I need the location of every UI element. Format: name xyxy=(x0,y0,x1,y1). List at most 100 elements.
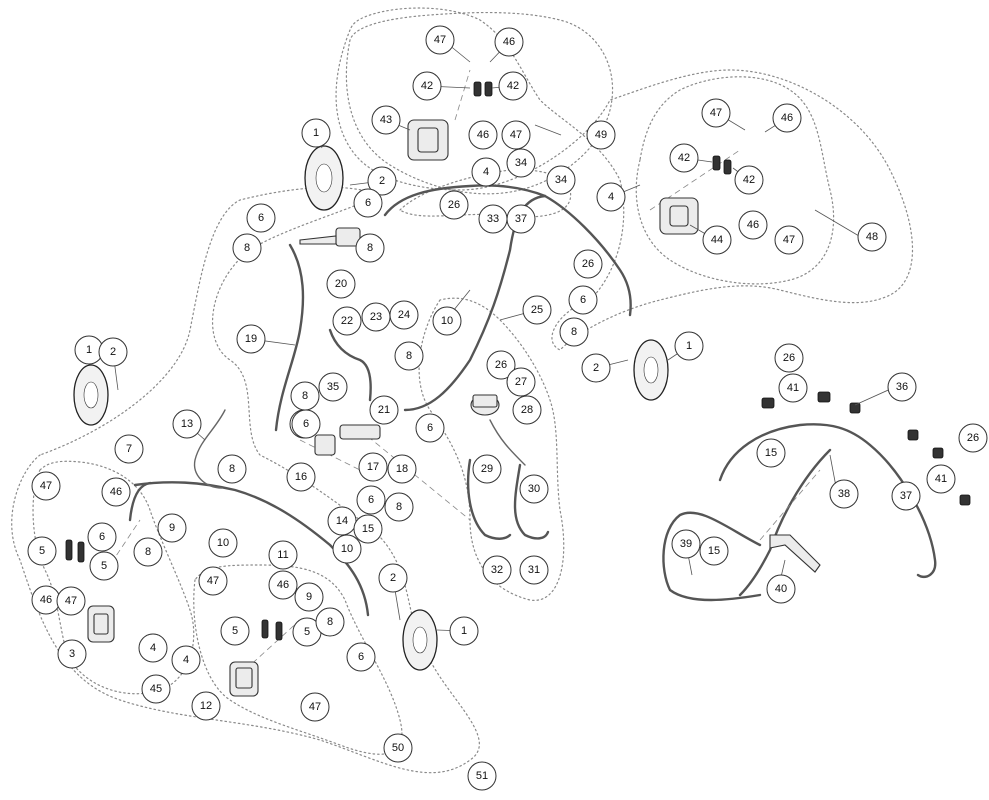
callout-label: 46 xyxy=(40,594,52,606)
callout-4: 4 xyxy=(471,157,501,187)
callout-label: 42 xyxy=(678,152,690,164)
callout-1: 1 xyxy=(449,616,479,646)
callout-47: 47 xyxy=(774,225,804,255)
callout-8: 8 xyxy=(384,492,414,522)
callout-21: 21 xyxy=(369,395,399,425)
callout-label: 43 xyxy=(380,114,392,126)
callout-4: 4 xyxy=(171,645,201,675)
callout-50: 50 xyxy=(383,733,413,763)
callout-8: 8 xyxy=(217,454,247,484)
abs-unit-17 xyxy=(314,424,381,456)
callout-46: 46 xyxy=(268,570,298,600)
callout-label: 9 xyxy=(169,522,175,534)
callout-1: 1 xyxy=(301,118,331,148)
callout-label: 26 xyxy=(783,352,795,364)
brake-pads xyxy=(65,81,971,641)
callout-label: 13 xyxy=(181,418,193,430)
callout-label: 4 xyxy=(150,642,156,654)
callout-label: 48 xyxy=(866,231,878,243)
callout-label: 26 xyxy=(582,258,594,270)
callout-label: 17 xyxy=(367,461,379,473)
callout-47: 47 xyxy=(300,692,330,722)
callout-label: 8 xyxy=(327,616,333,628)
zone-49-outer xyxy=(335,7,913,351)
callout-label: 23 xyxy=(370,311,382,323)
callout-47: 47 xyxy=(501,120,531,150)
callout-30: 30 xyxy=(519,474,549,504)
callout-label: 46 xyxy=(477,129,489,141)
callout-label: 2 xyxy=(110,346,116,358)
callout-10: 10 xyxy=(208,528,238,558)
reservoir-27 xyxy=(470,394,500,416)
callout-label: 18 xyxy=(396,463,408,475)
callout-label: 7 xyxy=(126,443,132,455)
callout-34: 34 xyxy=(506,148,536,178)
callout-label: 2 xyxy=(379,175,385,187)
callout-15: 15 xyxy=(353,514,383,544)
callout-45: 45 xyxy=(141,674,171,704)
callout-31: 31 xyxy=(519,555,549,585)
callout-26: 26 xyxy=(439,190,469,220)
callout-label: 26 xyxy=(448,199,460,211)
callout-label: 10 xyxy=(341,543,353,555)
callout-label: 1 xyxy=(313,127,319,139)
callout-label: 28 xyxy=(521,404,533,416)
callout-26: 26 xyxy=(573,249,603,279)
callout-label: 27 xyxy=(515,376,527,388)
callout-29: 29 xyxy=(472,454,502,484)
callout-label: 49 xyxy=(595,129,607,141)
callout-label: 12 xyxy=(200,700,212,712)
callout-26: 26 xyxy=(774,343,804,373)
callout-41: 41 xyxy=(926,464,956,494)
rear-cable-38b xyxy=(738,448,832,597)
callout-label: 10 xyxy=(441,315,453,327)
callout-2: 2 xyxy=(367,166,397,196)
callout-label: 9 xyxy=(306,591,312,603)
callout-label: 8 xyxy=(396,501,402,513)
callout-label: 42 xyxy=(507,80,519,92)
callout-46: 46 xyxy=(31,585,61,615)
callout-label: 6 xyxy=(365,197,371,209)
rear-brake-hose-7 xyxy=(128,481,152,522)
callout-label: 37 xyxy=(515,213,527,225)
callout-label: 15 xyxy=(362,523,374,535)
callout-1: 1 xyxy=(674,331,704,361)
callout-label: 6 xyxy=(358,651,364,663)
brake-disc-left xyxy=(73,364,109,426)
callout-24: 24 xyxy=(389,300,419,330)
callout-label: 8 xyxy=(406,350,412,362)
callout-26: 26 xyxy=(958,423,988,453)
callout-label: 5 xyxy=(39,545,45,557)
callout-label: 39 xyxy=(680,538,692,550)
callout-6: 6 xyxy=(291,409,321,439)
callout-label: 16 xyxy=(295,471,307,483)
callout-label: 47 xyxy=(783,234,795,246)
callout-42: 42 xyxy=(734,165,764,195)
callout-label: 1 xyxy=(686,340,692,352)
callout-label: 46 xyxy=(277,579,289,591)
front-brake-hose-26 xyxy=(383,184,632,317)
callout-label: 40 xyxy=(775,583,787,595)
callout-label: 47 xyxy=(510,129,522,141)
callout-6: 6 xyxy=(346,642,376,672)
callout-label: 32 xyxy=(491,564,503,576)
callout-2: 2 xyxy=(98,337,128,367)
zone-45 xyxy=(32,460,195,695)
callout-label: 3 xyxy=(69,648,75,660)
callout-47: 47 xyxy=(31,471,61,501)
callout-8: 8 xyxy=(290,381,320,411)
master-cylinder-20 xyxy=(299,227,361,247)
callout-label: 5 xyxy=(232,625,238,637)
callout-label: 47 xyxy=(309,701,321,713)
callout-15: 15 xyxy=(756,438,786,468)
callout-3: 3 xyxy=(57,639,87,669)
callout-label: 2 xyxy=(390,572,396,584)
brake-lines xyxy=(128,184,937,617)
callout-label: 42 xyxy=(421,80,433,92)
callout-label: 5 xyxy=(304,626,310,638)
callout-23: 23 xyxy=(361,302,391,332)
callout-label: 51 xyxy=(476,770,488,782)
callout-42: 42 xyxy=(669,143,699,173)
callout-label: 1 xyxy=(86,344,92,356)
callout-12: 12 xyxy=(191,691,221,721)
